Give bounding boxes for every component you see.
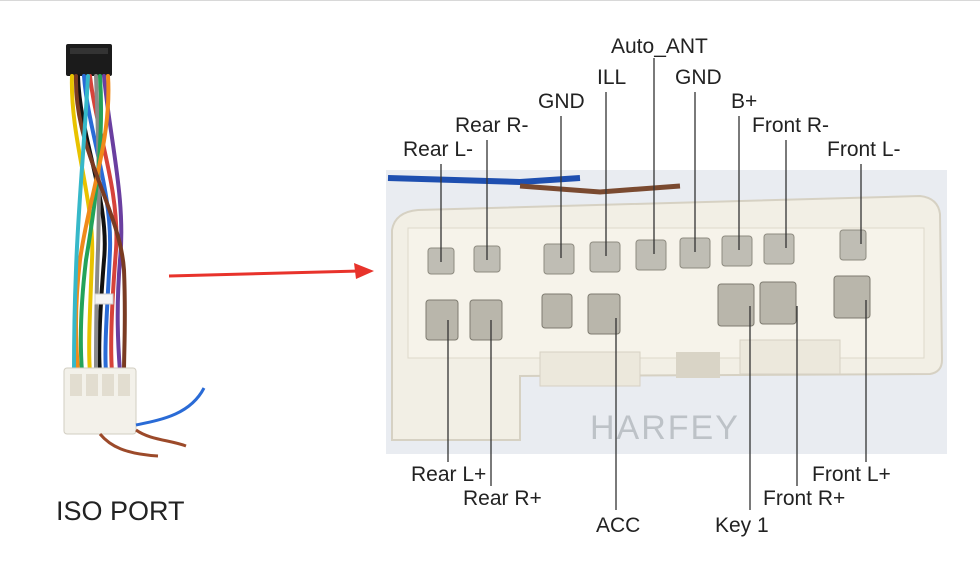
arrow-icon <box>168 263 374 279</box>
port-title: ISO PORT <box>56 496 185 526</box>
pin-label-ill: ILL <box>597 66 627 89</box>
pin-label-key-1: Key 1 <box>715 514 769 537</box>
connector-photo <box>386 170 947 454</box>
pin-label-rear-r-minus: Rear R- <box>455 114 529 137</box>
top-divider <box>0 0 980 1</box>
leader-lines-top <box>440 58 862 262</box>
pin-label-rear-l-plus: Rear L+ <box>411 463 487 486</box>
leader-lines-bottom <box>447 300 867 510</box>
pin-label-front-l-plus: Front L+ <box>812 463 891 486</box>
pin-label-b-plus: B+ <box>731 90 758 113</box>
pin-label-gnd-1: GND <box>538 90 585 113</box>
pin-label-auto-ant: Auto_ANT <box>611 35 708 58</box>
pin-label-gnd-2: GND <box>675 66 722 89</box>
pin-label-acc: ACC <box>596 514 641 537</box>
pin-label-front-r-plus: Front R+ <box>763 487 846 510</box>
pin-label-rear-r-plus: Rear R+ <box>463 487 542 510</box>
pin-label-front-l-minus: Front L- <box>827 138 901 161</box>
watermark-text: HARFEY <box>590 409 740 447</box>
wire-harness-image <box>63 44 206 458</box>
pin-label-front-r-minus: Front R- <box>752 114 830 137</box>
pin-label-rear-l-minus: Rear L- <box>403 138 474 161</box>
